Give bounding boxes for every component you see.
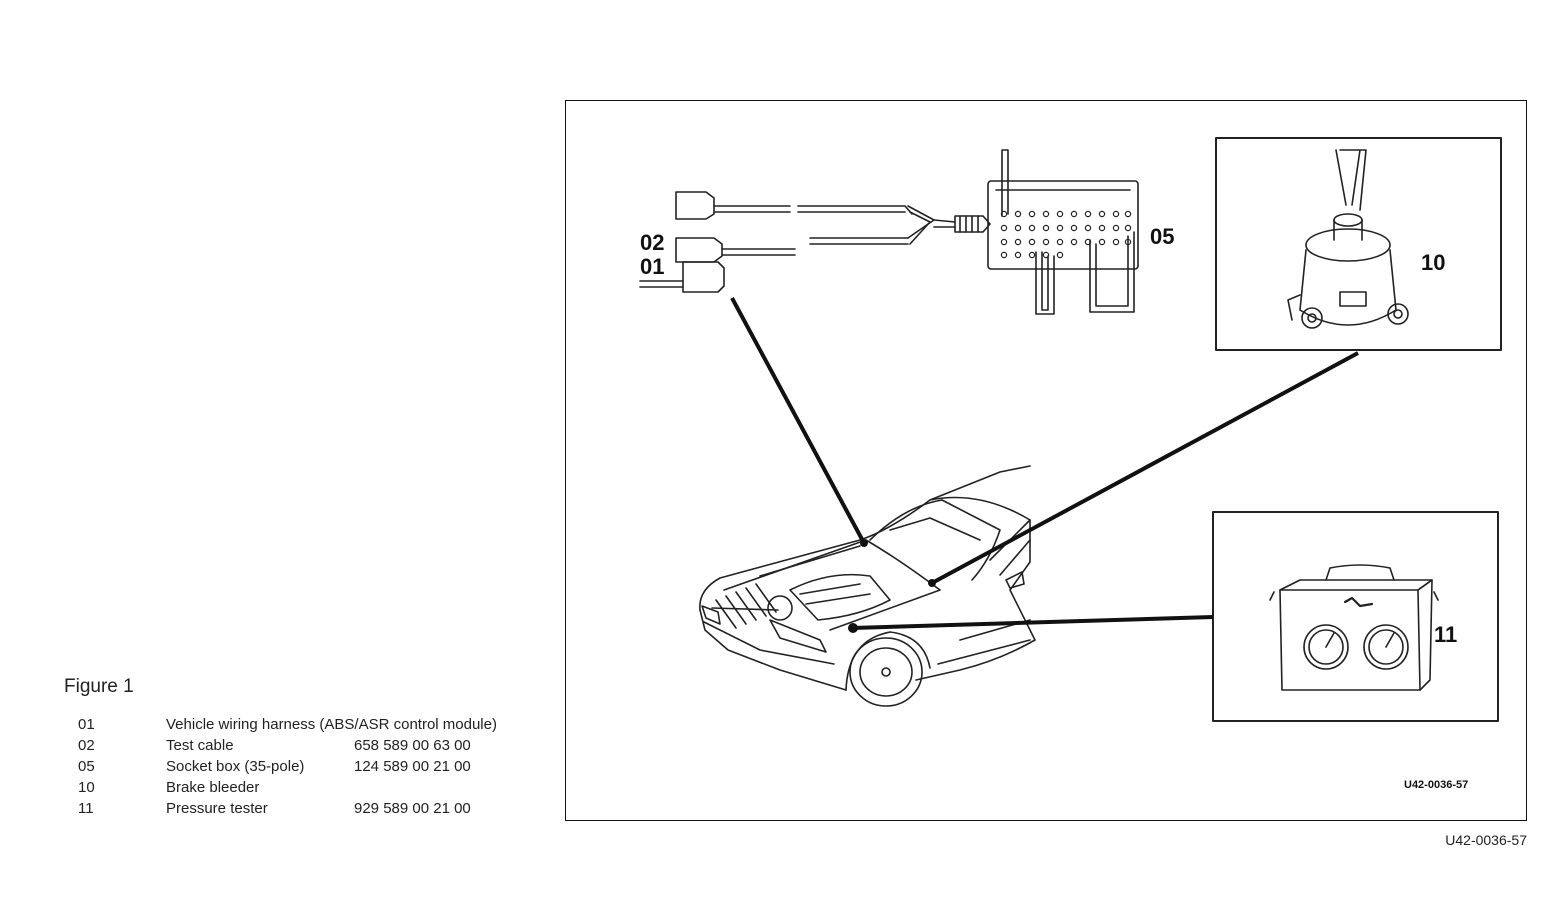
legend-part-number: 929 589 00 21 00 [354,800,471,817]
callout-01: 01 [640,254,664,279]
legend-code: 02 [78,737,95,754]
leader-lines [730,297,1359,630]
legend-description: Vehicle wiring harness (ABS/ASR control … [166,716,497,733]
legend-code: 10 [78,779,95,796]
legend-part-number: 658 589 00 63 00 [354,737,471,754]
diagram-reference: U42-0036-57 [1445,832,1527,848]
legend-part-number: 124 589 00 21 00 [354,758,471,775]
figure-caption: Figure 1 [64,676,134,697]
legend-code: 05 [78,758,95,775]
legend-code: 11 [78,800,94,817]
legend-description: Pressure tester [166,800,268,817]
pressure-tester-drawing [1212,511,1499,722]
brake-bleeder-drawing [1215,137,1502,351]
callout-11: 11 [1434,622,1457,647]
diagram-frame [565,100,1527,821]
diagram-reference-inner: U42-0036-57 [1404,779,1468,791]
callout-05: 05 [1150,224,1174,249]
callout-02: 02 [640,230,664,255]
legend-code: 01 [78,716,95,733]
callout-10: 10 [1421,250,1445,275]
legend-description: Socket box (35-pole) [166,758,305,775]
test-cable-drawing [639,191,991,293]
legend-description: Brake bleeder [166,779,260,796]
car-drawing [699,465,1036,707]
socket-box-drawing [987,149,1139,315]
legend-description: Test cable [166,737,234,754]
